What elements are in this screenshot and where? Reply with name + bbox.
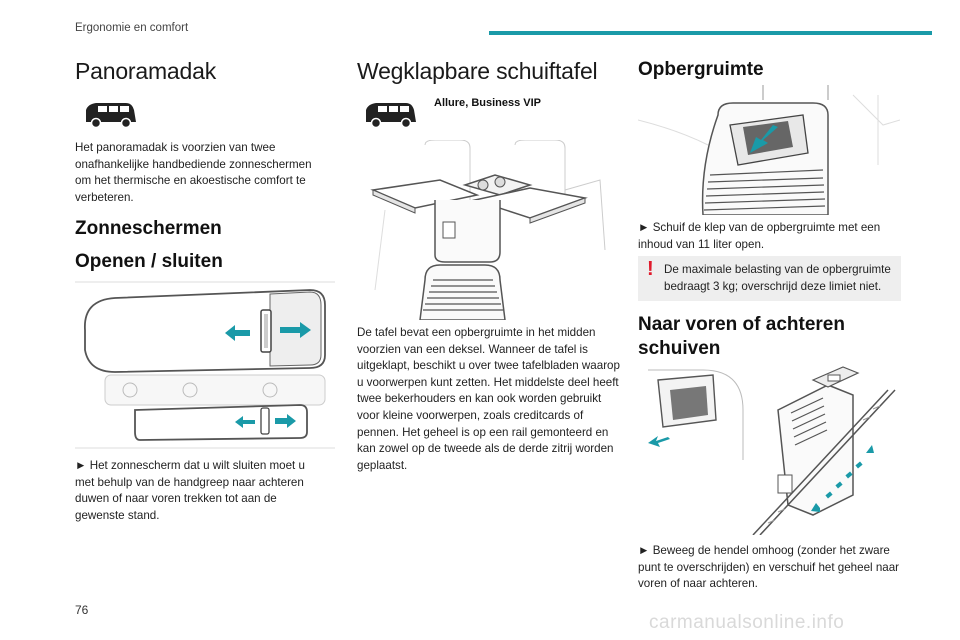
storage-instruction: ► Schuif de klep van de opbergruimte met… bbox=[638, 221, 881, 251]
sunshade-instruction: ► Het zonnescherm dat u wilt sluiten moe… bbox=[75, 459, 305, 522]
slide-instruction: ► Beweeg de hendel omhoog (zonder het zw… bbox=[638, 544, 900, 591]
heading-zonneschermen: Zonneschermen bbox=[75, 218, 222, 239]
watermark: carmanualsonline.info bbox=[649, 612, 845, 633]
heading-openen-sluiten: Openen / sluiten bbox=[75, 251, 223, 272]
section-header: Ergonomie en comfort bbox=[75, 22, 189, 34]
warning-text: De maximale belasting van de opbergruimt… bbox=[664, 263, 891, 293]
warning-exclamation-icon: ! bbox=[647, 258, 654, 280]
trim-allure: Allure bbox=[434, 97, 466, 109]
warning-box: ! De maximale belasting van de opbergrui… bbox=[638, 256, 901, 302]
table-description: De tafel bevat een opbergruimte in het m… bbox=[357, 326, 620, 472]
title-schuiftafel: Wegklapbare schuiftafel bbox=[357, 58, 598, 84]
van-icon bbox=[82, 100, 138, 130]
page-number: 76 bbox=[75, 603, 89, 617]
heading-schuiven: Naar voren of achteren schuiven bbox=[638, 314, 845, 359]
trim-separator: , bbox=[465, 97, 472, 109]
sunshade-illustration bbox=[75, 280, 335, 450]
storage-illustration bbox=[638, 85, 900, 215]
slide-illustration bbox=[648, 365, 898, 535]
header-accent-bar bbox=[489, 31, 932, 35]
table-illustration bbox=[365, 140, 615, 320]
title-opbergruimte: Opbergruimte bbox=[638, 59, 764, 80]
van-icon bbox=[362, 100, 418, 130]
title-panoramadak: Panoramadak bbox=[75, 58, 216, 84]
intro-text: Het panoramadak is voorzien van twee ona… bbox=[75, 141, 312, 204]
trim-levels: Allure, Business VIP bbox=[434, 97, 541, 109]
trim-business-vip: Business VIP bbox=[471, 97, 542, 109]
